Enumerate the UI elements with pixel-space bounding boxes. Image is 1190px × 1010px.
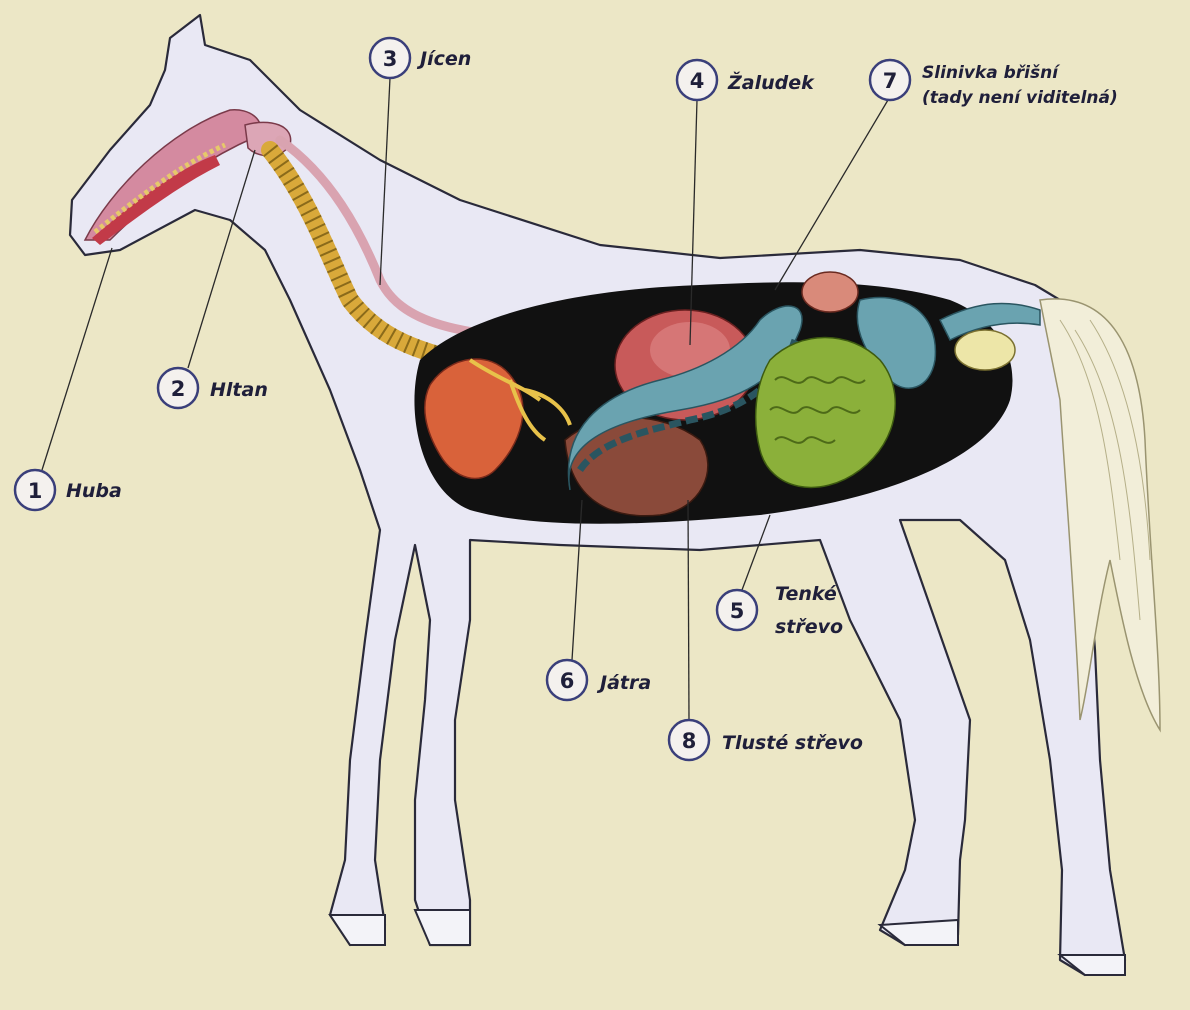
label-7-text2: (tady není viditelná) [922,88,1118,108]
label-5-number: 5 [730,599,745,623]
label-4: 4 Žaludek [677,60,815,100]
label-5-text2: střevo [775,616,843,638]
label-3-text: Jícen [416,48,471,70]
label-8: 8 Tlusté střevo [669,720,863,760]
label-7-text: Slinivka břišní [922,63,1060,83]
label-8-text: Tlusté střevo [722,732,863,754]
label-4-text: Žaludek [727,71,815,94]
label-1-text: Huba [66,480,122,502]
label-2-number: 2 [171,377,186,401]
label-1-number: 1 [28,479,43,503]
label-2-text: Hltan [210,379,268,401]
label-1: 1 Huba [15,470,122,510]
label-7: 7 Slinivka břišní (tady není viditelná) [870,60,1118,108]
bladder [955,330,1015,370]
label-7-number: 7 [883,69,898,93]
label-5: 5 Tenké střevo [717,583,843,638]
label-4-number: 4 [690,69,705,93]
label-5-text: Tenké [775,583,837,605]
label-3: 3 Jícen [370,38,471,78]
pancreas-region [802,272,858,312]
hoof-front-right [415,910,470,945]
label-2: 2 Hltan [158,368,268,408]
label-3-number: 3 [383,47,398,71]
label-6-text: Játra [596,672,651,694]
label-8-number: 8 [682,729,697,753]
label-6: 6 Játra [547,660,651,700]
label-6-number: 6 [560,669,575,693]
hoof-hind-left [880,920,958,945]
hoof-front-left [330,915,385,945]
